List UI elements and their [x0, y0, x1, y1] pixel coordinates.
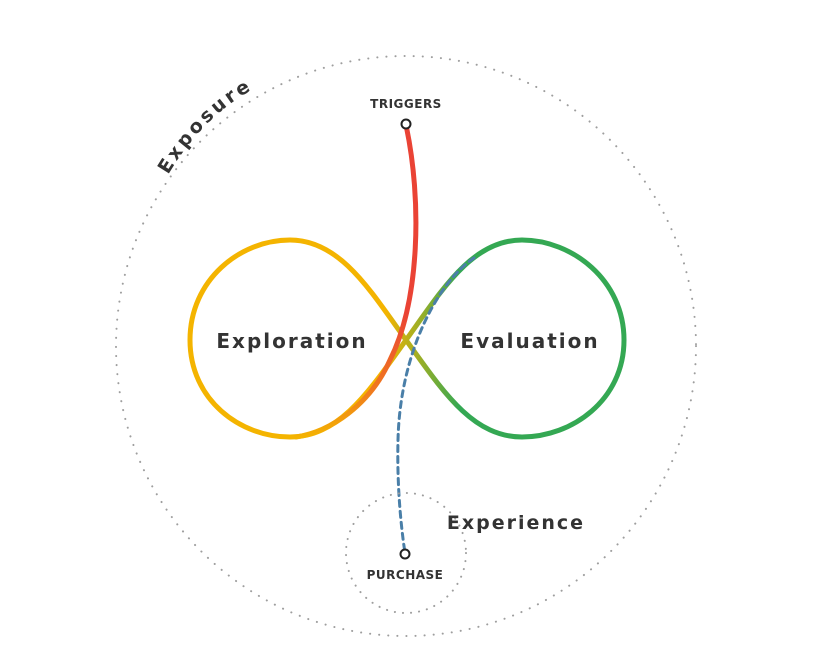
trigger-path [293, 122, 419, 440]
purchase-path [396, 256, 476, 555]
experience-label: Experience [447, 512, 585, 534]
triggers-label: TRIGGERS [370, 97, 442, 111]
exposure-label: Exposure [154, 74, 257, 177]
trigger-endpoint [400, 118, 412, 130]
infinity-loop [187, 237, 627, 440]
purchase-endpoint [399, 548, 411, 560]
exposure-outline [115, 55, 697, 637]
purchase-label: PURCHASE [367, 568, 444, 582]
exposure-label-text: Exposure [154, 74, 254, 177]
exploration-label: Exploration [216, 329, 367, 353]
experience-outline [345, 492, 467, 614]
evaluation-label: Evaluation [460, 329, 599, 353]
